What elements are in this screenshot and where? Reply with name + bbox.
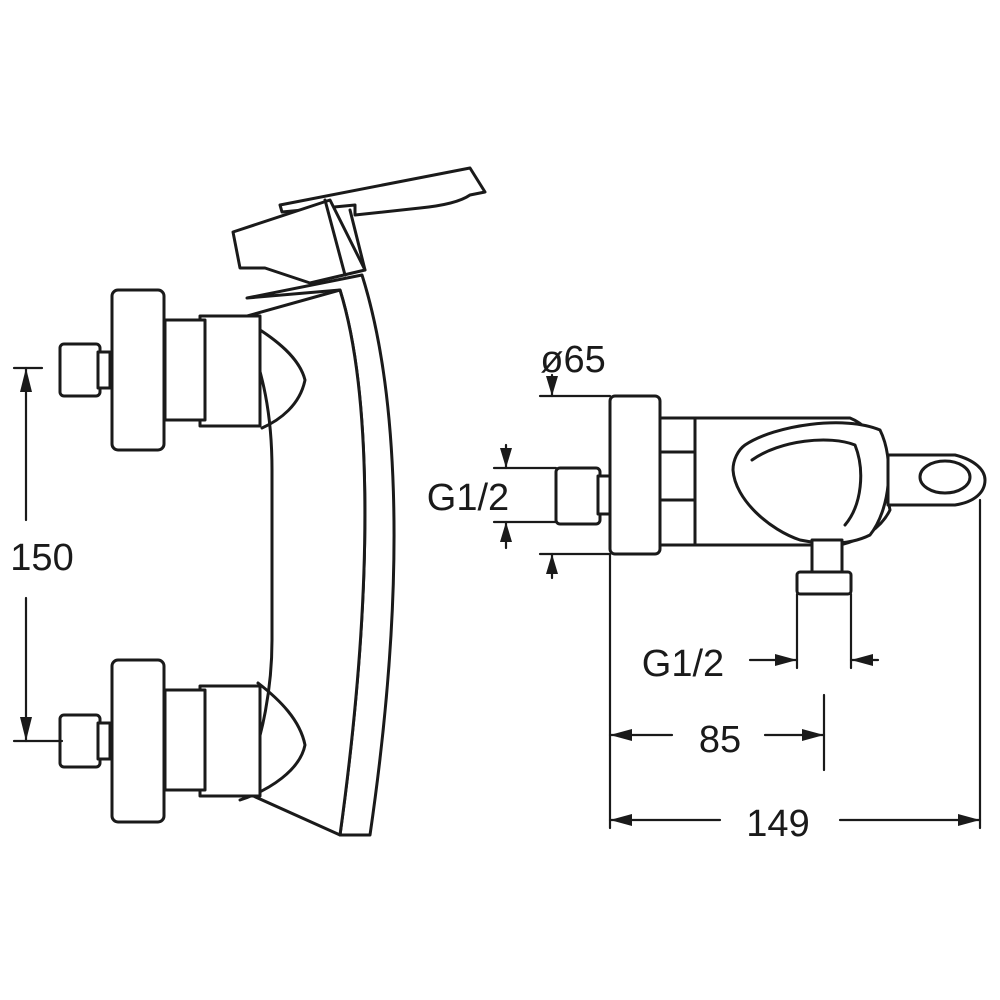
cartridge-inner bbox=[750, 438, 863, 527]
diameter-label: ø65 bbox=[540, 339, 605, 381]
upper-nut bbox=[163, 318, 207, 422]
lower-nut bbox=[163, 688, 207, 792]
arrow-down-icon bbox=[500, 448, 512, 468]
arrow-up-icon bbox=[20, 368, 32, 392]
lower-inlet bbox=[58, 713, 102, 769]
outlet-offset-label: 85 bbox=[699, 719, 741, 761]
arrow-down-icon bbox=[20, 717, 32, 741]
arrow-right-icon bbox=[958, 814, 980, 826]
upper-flange bbox=[110, 288, 166, 452]
upper-shoulder bbox=[238, 316, 307, 430]
arrow-right-icon bbox=[802, 729, 824, 741]
arrow-left-icon bbox=[851, 654, 873, 666]
outlet-offset-dimension: 85 bbox=[608, 552, 826, 830]
outlet-thread-label: G1/2 bbox=[642, 643, 724, 685]
side-view: ø65 G1/2 G1/2 bbox=[427, 339, 987, 845]
upper-inlet-ring bbox=[96, 350, 112, 390]
outlet-stem bbox=[810, 538, 844, 577]
upper-inlet bbox=[58, 342, 102, 398]
diameter-dimension: ø65 bbox=[538, 339, 612, 580]
total-depth-label: 149 bbox=[746, 803, 809, 845]
front-view: 150 bbox=[10, 166, 487, 837]
lower-shoulder bbox=[238, 681, 307, 802]
arrow-up-icon bbox=[546, 554, 558, 574]
inlet-thread-label: G1/2 bbox=[427, 477, 509, 519]
arrow-down-icon bbox=[546, 376, 558, 396]
arrow-left-icon bbox=[610, 814, 632, 826]
total-depth-dimension: 149 bbox=[608, 498, 982, 845]
arrow-right-icon bbox=[775, 654, 797, 666]
side-inlet-ring bbox=[596, 474, 612, 516]
bracket-hole bbox=[918, 459, 972, 495]
cartridge-dome bbox=[731, 421, 891, 545]
inlet-thread-dimension: G1/2 bbox=[427, 443, 558, 550]
side-flange bbox=[608, 394, 662, 556]
lower-flange bbox=[110, 658, 166, 824]
spacing-label: 150 bbox=[10, 537, 73, 579]
spacing-dimension: 150 bbox=[10, 366, 74, 743]
lower-connector bbox=[198, 684, 262, 798]
lever-stem bbox=[323, 198, 367, 277]
arrow-left-icon bbox=[610, 729, 632, 741]
side-inlet bbox=[554, 466, 602, 526]
outlet-nut bbox=[795, 570, 853, 596]
lower-inlet-ring bbox=[96, 721, 112, 761]
outlet-thread-dimension: G1/2 bbox=[642, 592, 880, 685]
arrow-up-icon bbox=[500, 522, 512, 542]
side-nut bbox=[658, 416, 697, 547]
upper-connector bbox=[198, 314, 262, 428]
